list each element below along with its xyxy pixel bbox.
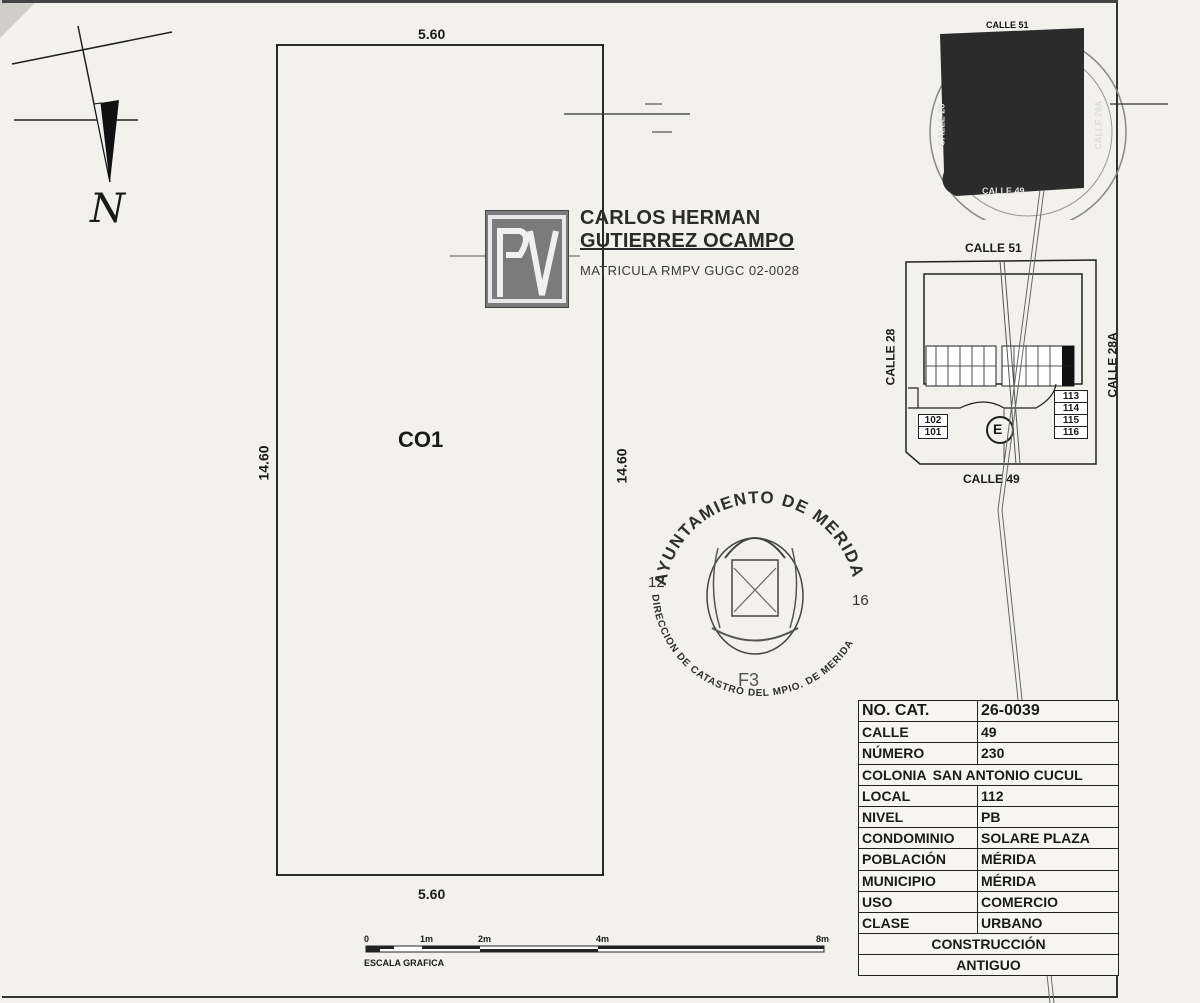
info-value: 49 xyxy=(977,721,1119,744)
locals-left: 102 101 xyxy=(918,414,948,439)
info-label: CONDOMINIO xyxy=(858,827,978,850)
north-letter: N xyxy=(90,186,125,232)
frame-top-line xyxy=(2,0,1118,3)
info-value: CONSTRUCCIÓN xyxy=(858,933,1119,956)
info-row: ANTIGUO xyxy=(858,954,1119,977)
info-label: LOCAL xyxy=(858,784,978,807)
info-label: USO xyxy=(858,890,978,913)
mini-location-map: CALLE 51 CALLE 49 CALLE 28 CALLE 28A xyxy=(928,20,1128,231)
info-colonia: COLONIA SAN ANTONIO CUCUL xyxy=(858,763,1119,786)
mini-map-tick xyxy=(1110,103,1168,105)
professional-name-line2: GUTIERREZ OCAMPO xyxy=(580,230,795,252)
seal-right-number: 16 xyxy=(852,592,869,609)
scale-mark-8m: 8m xyxy=(816,934,830,944)
professional-name-line1: CARLOS HERMAN xyxy=(580,207,761,229)
info-label: NÚMERO xyxy=(858,742,978,765)
local-116: 116 xyxy=(1062,427,1080,438)
info-label: POBLACIÓN xyxy=(858,848,978,871)
pv-logo xyxy=(485,210,569,308)
local-102: 102 xyxy=(919,415,947,427)
municipal-seal xyxy=(630,478,880,718)
locals-right: 113 114 115 116 xyxy=(1054,390,1088,439)
local-101: 101 xyxy=(924,427,942,438)
seal-left-number: 12 xyxy=(648,574,665,591)
info-row: CONSTRUCCIÓN xyxy=(858,933,1119,956)
info-value: COMERCIO xyxy=(977,890,1119,913)
dim-right: 14.60 xyxy=(613,448,630,484)
scale-mark-2m: 2m xyxy=(478,934,492,944)
local-114: 114 xyxy=(1055,403,1087,415)
unit-label: CO1 xyxy=(398,427,444,452)
north-arrow: N xyxy=(0,0,180,240)
street-left: CALLE 28 xyxy=(883,328,898,386)
local-113: 113 xyxy=(1055,391,1087,403)
info-row: NO. CAT.26-0039 xyxy=(858,699,1119,723)
condominium-location-map: E 102 101 113 114 115 116 xyxy=(904,258,1100,466)
page-corner xyxy=(0,0,38,38)
info-label: MUNICIPIO xyxy=(858,869,978,892)
scale-caption: ESCALA GRAFICA xyxy=(364,958,445,968)
info-label: CLASE xyxy=(858,911,978,935)
info-value: URBANO xyxy=(977,911,1119,935)
scale-bar xyxy=(365,945,825,953)
info-value: 230 xyxy=(977,742,1119,765)
info-value: PB xyxy=(977,805,1119,829)
info-value: SOLARE PLAZA xyxy=(977,827,1119,850)
info-value: SAN ANTONIO CUCUL xyxy=(932,766,1083,783)
professional-matricula: MATRICULA RMPV GUGC 02-0028 xyxy=(580,263,800,278)
scale-mark-0: 0 xyxy=(364,934,370,944)
pv-logo-icon xyxy=(486,211,568,307)
info-label: CALLE xyxy=(858,721,978,744)
coat-of-arms-icon xyxy=(706,537,804,655)
mini-street-left: CALLE 28 xyxy=(936,103,947,147)
mini-street-top: CALLE 51 xyxy=(986,20,1029,30)
mini-street-bottom: CALLE 49 xyxy=(982,186,1025,196)
info-value: 112 xyxy=(977,784,1119,807)
mini-street-right: CALLE 28A xyxy=(1093,100,1104,150)
dim-bottom: 5.60 xyxy=(418,886,446,902)
scale-mark-4m: 4m xyxy=(596,934,610,944)
street-top: CALLE 51 xyxy=(965,241,1022,255)
condominium-plan xyxy=(905,259,1097,465)
street-right: CALLE 28A xyxy=(1105,332,1120,398)
entrance-label: E xyxy=(993,421,1003,437)
graphic-scale: 0 1m 2m 4m 8m ESCALA GRAFICA xyxy=(360,930,830,970)
dim-top: 5.60 xyxy=(418,26,446,42)
lot-outline xyxy=(276,44,604,876)
info-value: MÉRIDA xyxy=(977,848,1119,871)
info-label: NO. CAT. xyxy=(858,699,978,723)
drawing-frame xyxy=(2,2,1118,998)
seal-ring: AYUNTAMIENTO DE MERIDA DIRECCION DE CATA… xyxy=(649,488,868,699)
info-value: MÉRIDA xyxy=(977,869,1119,892)
info-value: ANTIGUO xyxy=(858,954,1119,977)
seal-code: F3 xyxy=(738,670,760,690)
dim-left: 14.60 xyxy=(255,445,272,481)
info-row: COLONIA SAN ANTONIO CUCUL xyxy=(858,763,1119,786)
info-label: NIVEL xyxy=(858,805,978,829)
svg-text:AYUNTAMIENTO DE MERIDA: AYUNTAMIENTO DE MERIDA xyxy=(651,488,868,587)
north-arrow-icon xyxy=(11,25,173,183)
seal-text: AYUNTAMIENTO DE MERIDA DIRECCION DE CATA… xyxy=(640,478,880,718)
info-label: COLONIA xyxy=(862,766,927,783)
local-115: 115 xyxy=(1055,415,1087,427)
info-value: 26-0039 xyxy=(977,699,1119,723)
professional-stamp-text: CARLOS HERMAN GUTIERREZ OCAMPO MATRICULA… xyxy=(580,207,799,278)
scale-mark-1m: 1m xyxy=(420,934,434,944)
